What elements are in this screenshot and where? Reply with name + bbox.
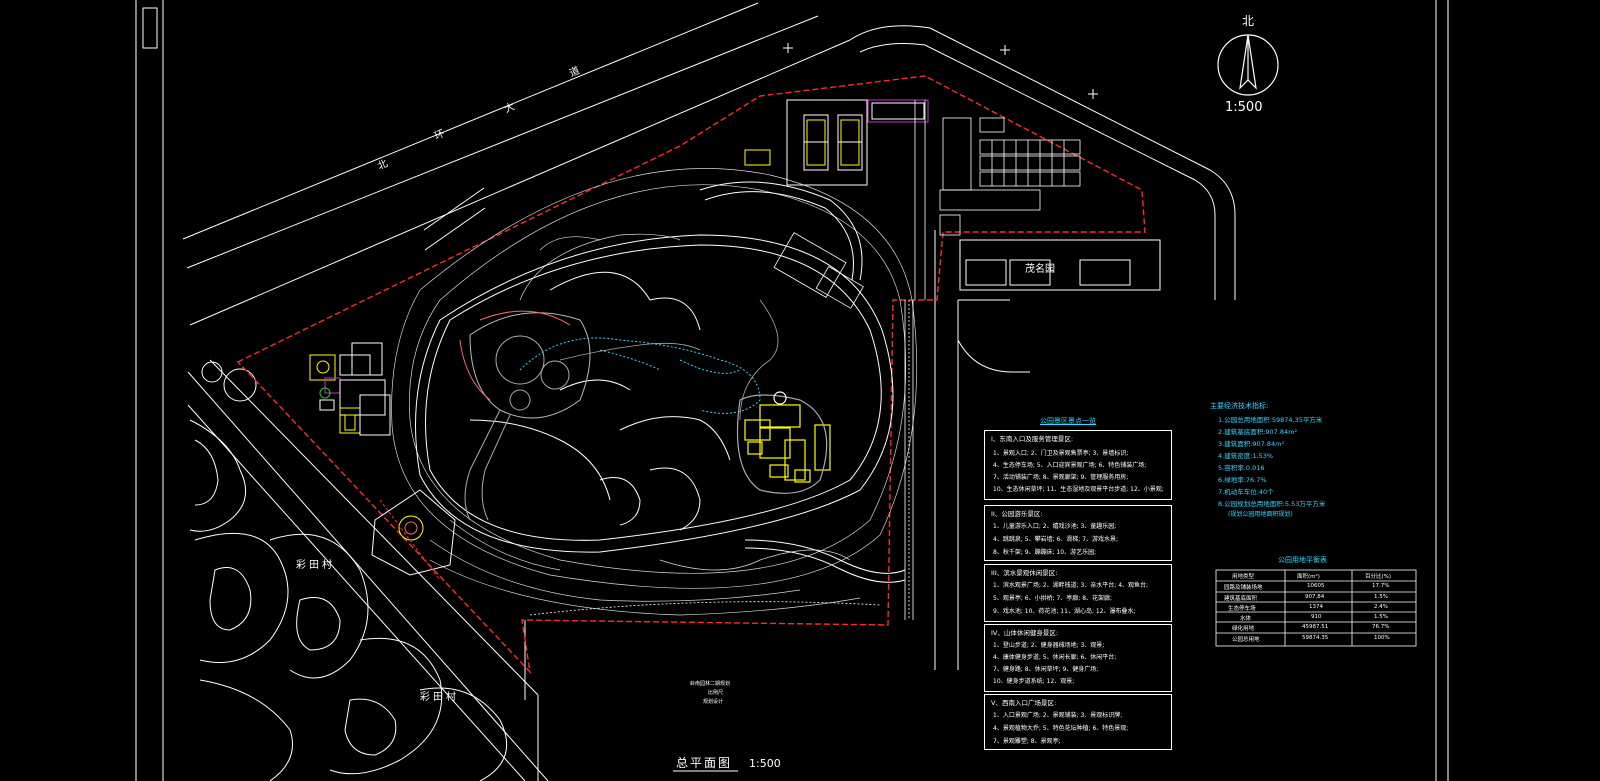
landuse-cell: 1.5%	[1374, 594, 1388, 600]
landuse-cell: 100%	[1374, 635, 1390, 641]
landuse-cell: 生态停车场	[1228, 606, 1256, 612]
legend-line: 10、健身步道系统; 12、观景;	[993, 678, 1075, 685]
central-plaza	[459, 310, 591, 521]
tech-title: 主要经济技术指标:	[1210, 402, 1269, 410]
tech-line: 6.绿地率:76.7%	[1218, 476, 1267, 484]
north-label: 北	[1242, 14, 1255, 28]
drawing-scale: 1:500	[749, 757, 781, 770]
landuse-cell: 45987.51	[1302, 624, 1329, 630]
north-ring-road	[182, 2, 1236, 326]
legend-line: 4、跳跳泉; 5、攀岩墙; 6、滑梯; 7、游戏水景;	[993, 536, 1119, 543]
survey-marks	[783, 43, 1098, 99]
tech-line: 4.建筑密度:1.53%	[1218, 452, 1274, 460]
legend-section-head: V、西南入口广场景区:	[991, 699, 1057, 707]
sw-entrance-plaza	[371, 489, 456, 581]
landuse-header: 用地类型	[1232, 574, 1255, 580]
sheet-frame	[135, 0, 1449, 781]
landuse-cell: 园路及铺装场地	[1224, 585, 1263, 591]
legend-line: 4、生态停车场; 5、入口迎宾景观广场; 6、特色铺装广场;	[993, 462, 1147, 469]
village-area	[187, 359, 549, 781]
village-label-1: 彩田村	[296, 560, 335, 571]
oval-promenade	[415, 181, 906, 583]
legend-line: 10、生态休闲草坪; 11、生态湿地及观景平台步道; 12、小景观;	[993, 486, 1164, 493]
tech-line: (规划公园用地面积规划)	[1228, 511, 1293, 518]
landuse-cell: 910	[1311, 614, 1322, 620]
landuse-cell: 59874.35	[1302, 635, 1329, 641]
tech-line: 8.公园规划总用地面积:5.53万平方米	[1218, 500, 1326, 508]
village-label-2: 彩田村	[420, 692, 459, 703]
legend-line: 4、康体健身步道; 5、休闲长廊; 6、休闲平台;	[993, 654, 1117, 661]
plan-note-3: 规划设计	[703, 699, 724, 705]
legend-section-2: II、公园游乐景区: 1、儿童游乐入口; 2、嬉戏沙池; 3、童趣乐园; 4、跳…	[984, 505, 1172, 561]
east-road	[934, 230, 1161, 670]
drawing-title: 总平面图	[676, 756, 733, 770]
legend-line: 7、景观雕塑; 8、景观亭;	[993, 738, 1061, 745]
lake	[519, 337, 761, 414]
landuse-cell: 建筑基底面积	[1224, 596, 1258, 602]
legend-line: 7、健身路; 8、休闲草坪; 9、健身广场;	[993, 666, 1099, 673]
legend-section-head: III、滨水景观休闲景区:	[991, 569, 1058, 577]
legend-line: 1、儿童游乐入口; 2、嬉戏沙池; 3、童趣乐园;	[993, 523, 1117, 530]
legend-section-head: I、东南入口及服务管理景区:	[991, 435, 1074, 443]
landuse-cell: 1374	[1309, 604, 1323, 610]
legend-line: 7、活动铺装广场; 8、景观廊架; 9、管理服务用房;	[993, 474, 1129, 481]
north-arrow-symbol	[1217, 34, 1279, 96]
plan-note-1: 岭南园林二期规划	[690, 681, 731, 687]
landuse-cell: 907.84	[1305, 594, 1325, 600]
legend-section-5: V、西南入口广场景区: 1、入口景观广场; 2、景观铺装; 3、景观标识牌; 4…	[984, 694, 1172, 750]
legend-line: 1、滨水观景广场; 2、湖畔栈道; 3、亲水平台; 4、观鱼台;	[993, 582, 1149, 589]
landuse-cell: 10605	[1307, 583, 1325, 589]
legend-section-4: IV、山体休闲健身景区: 1、登山步道; 2、健身器械场地; 3、观景; 4、康…	[984, 624, 1172, 692]
landuse-cell: 绿化用地	[1232, 626, 1255, 632]
landuse-cell: 1.5%	[1374, 614, 1388, 620]
legend-section-head: II、公园游乐景区:	[991, 510, 1043, 518]
tech-line: 1.公园总用地面积:59874.35平方米	[1218, 416, 1323, 424]
west-buildings	[309, 342, 391, 436]
legend-line: 1、登山步道; 2、健身器械场地; 3、观景;	[993, 642, 1105, 649]
east-buildings	[736, 391, 831, 494]
landuse-cell: 2.4%	[1374, 604, 1388, 610]
contours	[391, 168, 918, 616]
legend-section-1: I、东南入口及服务管理景区: 1、景观入口; 2、门卫及景观售票亭; 3、景墙标…	[984, 430, 1172, 500]
building-label: 茂名园	[1025, 264, 1055, 275]
legend-line: 9、戏水池; 10、荷花池; 11、湖心岛; 12、瀑布叠水;	[993, 608, 1136, 615]
landuse-header: 面积(m²)	[1297, 574, 1320, 580]
tennis-courts	[744, 99, 929, 186]
landuse-header: 百分比(%)	[1365, 574, 1392, 580]
landuse-cell: 水体	[1240, 616, 1252, 622]
legend-line: 1、景观入口; 2、门卫及景观售票亭; 3、景墙标识;	[993, 450, 1129, 457]
tech-line: 5.容积率:0.016	[1218, 464, 1265, 472]
landuse-cell: 76.7%	[1372, 624, 1390, 630]
plan-note-2: 比例尺	[708, 690, 724, 696]
landuse-grid	[1215, 569, 1417, 647]
legend-title: 公园景区景点一览	[1040, 417, 1096, 425]
legend-line: 4、景观植物大乔; 5、特色花坛种植; 6、特色景观;	[993, 725, 1129, 732]
landuse-cell: 17.7%	[1372, 583, 1390, 589]
legend-section-head: IV、山体休闲健身景区:	[991, 629, 1059, 637]
parking-lot	[914, 100, 1081, 300]
legend-section-3: III、滨水景观休闲景区: 1、滨水观景广场; 2、湖畔栈道; 3、亲水平台; …	[984, 564, 1172, 622]
tech-line: 2.建筑基底面积:907.84m²	[1218, 428, 1298, 436]
legend-line: 5、观景亭; 6、小拱桥; 7、亭廊; 8、花架廊;	[993, 595, 1113, 602]
legend-line: 8、秋千架; 9、蹦蹦床; 10、游艺乐园;	[993, 549, 1097, 556]
north-scale: 1:500	[1225, 100, 1263, 115]
tech-line: 3.建筑面积:907.84m²	[1218, 440, 1285, 448]
landuse-cell: 公园总用地	[1232, 637, 1260, 643]
stairway	[529, 232, 914, 620]
legend-line: 1、入口景观广场; 2、景观铺装; 3、景观标识牌;	[993, 712, 1123, 719]
site-boundary	[236, 75, 1146, 675]
landuse-title: 公园用地平衡表	[1278, 556, 1327, 564]
tech-line: 7.机动车车位:40个	[1218, 488, 1274, 496]
